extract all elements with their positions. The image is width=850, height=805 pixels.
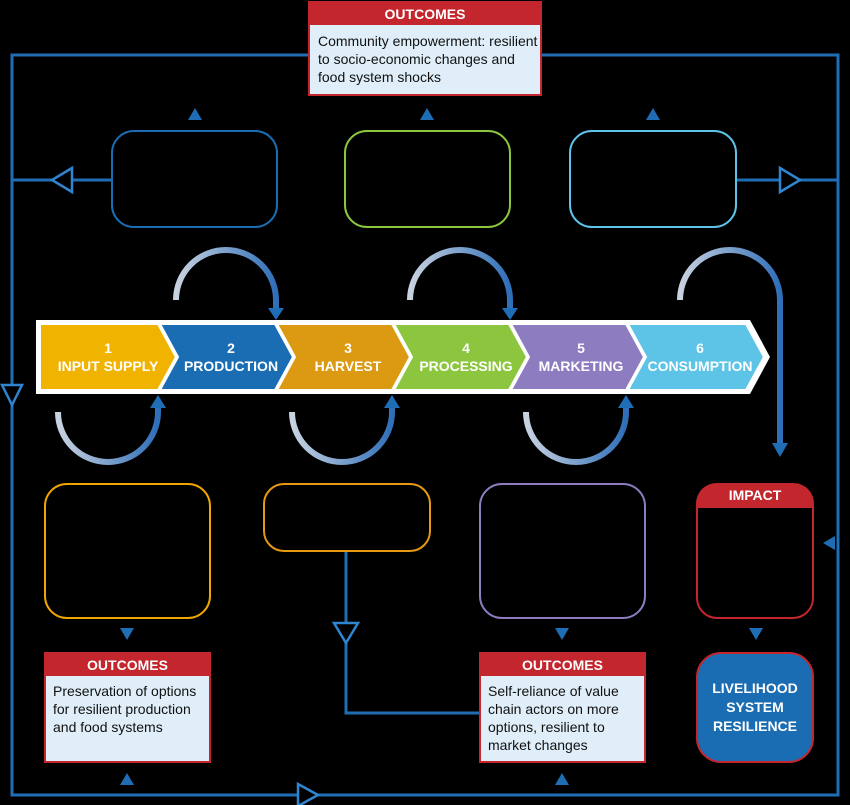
frame-arrowheads	[0, 165, 803, 805]
down-arrow-icon	[772, 443, 788, 457]
left-arrow-icon	[823, 536, 835, 550]
step-consumption: 6 CONSUMPTION	[634, 339, 766, 375]
empty-box-top-right	[569, 130, 737, 228]
step-number: 5	[577, 340, 585, 356]
step-number: 3	[344, 340, 352, 356]
step-label: CONSUMPTION	[647, 358, 753, 374]
chevron-marketing	[509, 323, 646, 391]
left-arrow-icon	[49, 165, 74, 195]
step-number: 2	[227, 340, 235, 356]
up-arrow-icon	[555, 773, 569, 785]
impact-title: IMPACT	[728, 487, 782, 503]
step-label: PRODUCTION	[183, 358, 279, 374]
chevron-consumption	[626, 323, 766, 391]
step-processing: 4 PROCESSING	[402, 339, 530, 375]
right-outcome-line: chain actors on more	[488, 701, 619, 717]
chevron-processing	[392, 323, 529, 391]
mid-down-arrow-icon	[331, 621, 361, 646]
step-number: 6	[696, 340, 704, 356]
step-input-supply: 1 INPUT SUPPLY	[44, 339, 172, 375]
step-label: PROCESSING	[419, 358, 513, 374]
right-outcome-line: Self-reliance of value	[488, 683, 619, 699]
empty-box-bottom-left	[44, 483, 211, 619]
up-arrow-icon	[646, 108, 660, 120]
step-label: MARKETING	[538, 358, 624, 374]
left-outcome-line: for resilient production	[53, 701, 191, 717]
down-arrow-icon	[502, 308, 518, 320]
resilience-line: LIVELIHOOD	[712, 680, 798, 696]
down-arrow-icon	[0, 383, 25, 408]
up-arrow-icon	[618, 395, 634, 408]
down-arrow-icon	[555, 628, 569, 640]
small-arrowheads	[120, 108, 835, 785]
step-label: INPUT SUPPLY	[57, 358, 159, 374]
value-chain-band	[36, 320, 770, 394]
step-production: 2 PRODUCTION	[168, 339, 294, 375]
top-outcome-line: food system shocks	[318, 69, 441, 85]
right-outcome-text: Self-reliance of value chain actors on m…	[488, 682, 642, 754]
right-outcome-line: market changes	[488, 737, 588, 753]
step-label: HARVEST	[314, 358, 382, 374]
empty-box-bottom-middle	[263, 483, 431, 552]
step-number: 1	[104, 340, 112, 356]
chevron-input-supply	[39, 323, 178, 391]
lower-arcs	[55, 404, 629, 465]
lower-arc-arrowheads	[150, 395, 634, 408]
down-arrow-icon	[749, 628, 763, 640]
empty-box-top-left	[111, 130, 278, 228]
step-marketing: 5 MARKETING	[518, 339, 644, 375]
right-outcome-title: OUTCOMES	[481, 654, 644, 676]
impact-header	[697, 484, 813, 508]
left-outcome-line: and food systems	[53, 719, 163, 735]
resilience-line: RESILIENCE	[712, 718, 797, 734]
step-harvest: 3 HARVEST	[285, 339, 411, 375]
bottom-arrow-icon	[296, 781, 321, 805]
upper-arc-arrowheads	[268, 308, 788, 457]
right-outcome-line: options, resilient to	[488, 719, 605, 735]
up-arrow-icon	[384, 395, 400, 408]
up-arrow-icon	[150, 395, 166, 408]
top-outcome-title: OUTCOMES	[310, 3, 540, 25]
chevron-harvest	[275, 323, 412, 391]
right-arrow-icon	[778, 165, 803, 195]
upper-arcs	[173, 247, 783, 445]
resilience-line: SYSTEM	[726, 699, 784, 715]
resilience-box	[696, 652, 814, 763]
up-arrow-icon	[188, 108, 202, 120]
down-arrow-icon	[268, 308, 284, 320]
top-outcome-text: Community empowerment: resilient to soci…	[318, 32, 538, 86]
left-outcome-title: OUTCOMES	[46, 654, 209, 676]
outer-frame	[10, 53, 840, 797]
down-arrow-icon	[120, 628, 134, 640]
chevron-production	[158, 323, 295, 391]
up-arrow-icon	[420, 108, 434, 120]
empty-box-top-middle	[344, 130, 511, 228]
left-outcome-text: Preservation of options for resilient pr…	[53, 682, 207, 736]
livelihood-resilience-label: LIVELIHOOD SYSTEM RESILIENCE	[697, 679, 813, 736]
empty-box-bottom-right	[479, 483, 646, 619]
up-arrow-icon	[120, 773, 134, 785]
top-outcome-line: to socio-economic changes and	[318, 51, 515, 67]
step-number: 4	[462, 340, 470, 356]
left-outcome-line: Preservation of options	[53, 683, 197, 699]
top-outcome-line: Community empowerment: resilient	[318, 33, 538, 49]
